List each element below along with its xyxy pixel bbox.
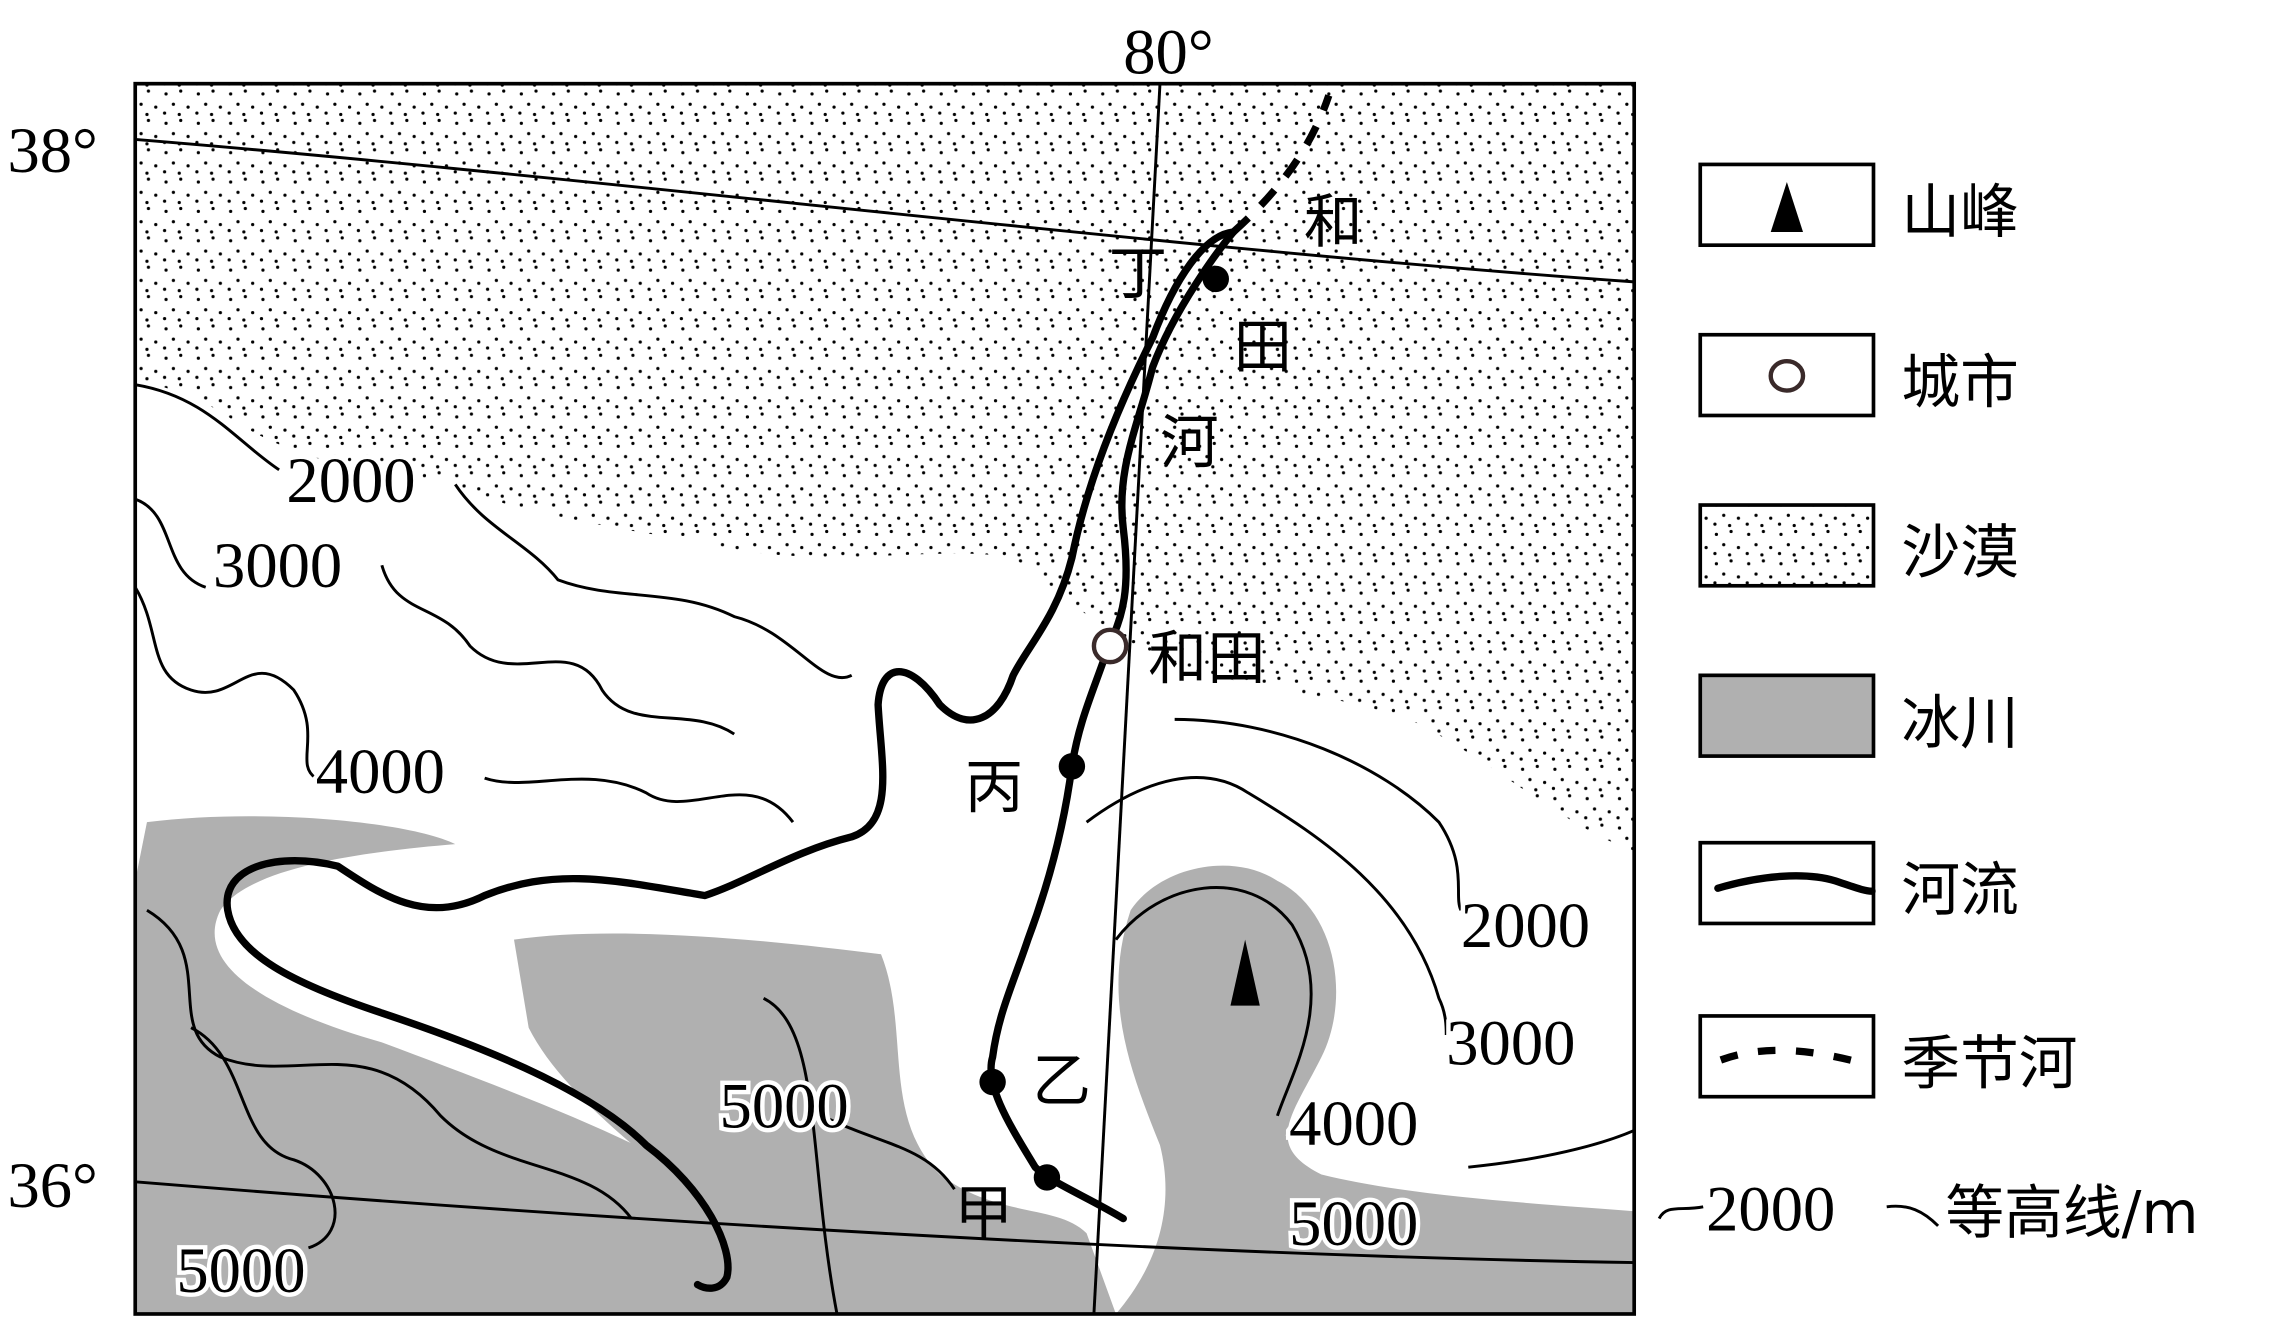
map-text-label: 城市 — [1901, 347, 2018, 416]
map-text-label: 3000 — [213, 529, 342, 601]
map-text-label: 2000 — [1706, 1172, 1835, 1244]
map-text-label: 山峰 — [1901, 177, 2018, 246]
label-ding: 丁 — [1109, 239, 1168, 308]
label-yi: 乙 — [1032, 1046, 1091, 1115]
contour-lines — [135, 383, 1635, 1314]
map-frame — [133, 81, 1637, 1316]
map-text-label: 4000 — [316, 735, 445, 807]
legend-seasonal-river-icon — [1719, 1046, 1863, 1067]
map-text-label: 4000 — [1289, 1087, 1418, 1159]
legend: 山峰 城市 沙漠 冰川 河流 季节河 2000 等高线/m — [1657, 162, 2199, 1247]
map-text-label: 季节河 — [1901, 1028, 2077, 1097]
point-yi — [979, 1068, 1006, 1096]
map-text-label: 3000 — [1446, 1006, 1575, 1078]
map-text-label: 沙漠 — [1901, 518, 2018, 587]
map-text-label: 等高线/m — [1945, 1178, 2198, 1247]
peak-icon — [1230, 939, 1260, 1006]
map-text-label: 5000 — [176, 1234, 305, 1306]
map-text-label: 5000 — [1289, 1187, 1418, 1259]
label-bing: 丙 — [965, 752, 1024, 821]
city-icon — [1091, 627, 1129, 665]
point-bing — [1058, 753, 1086, 780]
legend-city-icon — [1768, 358, 1806, 393]
legend-contour-icon — [1657, 1204, 1940, 1227]
meridian-label: 80° — [1123, 15, 1213, 87]
legend-peak-icon — [1770, 182, 1804, 232]
graticule — [135, 83, 1635, 1314]
contour-value-labels: 2000 3000 4000 2000 3000 4000 5000 5000 … — [172, 440, 1595, 1311]
river-label-char-3: 河 — [1160, 407, 1219, 476]
desert-area — [135, 83, 1635, 852]
label-city-hotan: 和田 — [1148, 623, 1265, 692]
point-ding — [1202, 265, 1229, 293]
map-text-label: 河流 — [1901, 855, 2018, 924]
map-text-label: 2000 — [1461, 889, 1590, 961]
river-label-char-1: 和 — [1304, 187, 1363, 256]
legend-river-icon — [1714, 872, 1876, 895]
parallel-38-label: 38° — [7, 114, 97, 186]
parallel-36-label: 36° — [7, 1149, 97, 1221]
legend-desert-icon — [1698, 503, 1876, 588]
legend-glacier-icon — [1698, 673, 1876, 758]
river-label-char-2: 田 — [1233, 312, 1292, 381]
map-text-label: 2000 — [286, 444, 415, 516]
map-text-label: 5000 — [720, 1070, 849, 1142]
label-jia: 甲 — [954, 1178, 1013, 1247]
map-text-label: 冰川 — [1901, 688, 2018, 757]
point-jia — [1033, 1164, 1061, 1191]
